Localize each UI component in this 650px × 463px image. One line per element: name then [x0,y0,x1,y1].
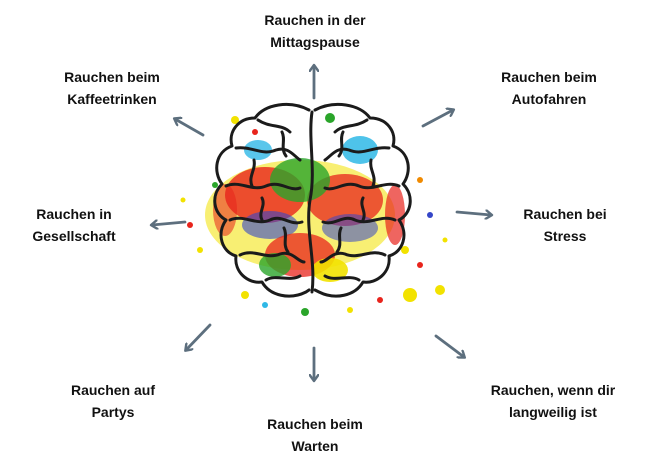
brain-outline [213,102,412,298]
label-line: Kaffeetrinken [67,91,157,107]
arrow-to-stress [455,212,491,215]
label-stress: Rauchen bei Stress [495,203,635,247]
label-gesellschaft: Rauchen in Gesellschaft [4,203,144,247]
arrow-to-gesellschaft [152,222,187,225]
label-line: Partys [91,404,135,420]
label-mittagspause: Rauchen in der Mittagspause [240,9,390,53]
arrow-to-partys [186,323,212,350]
label-line: Rauchen in [36,206,112,222]
label-line: langweilig ist [509,404,597,420]
label-line: Rauchen beim [501,69,597,85]
label-line: Gesellschaft [32,228,116,244]
label-line: Stress [543,228,587,244]
label-autofahren: Rauchen beim Autofahren [474,66,624,110]
label-kaffeetrinken: Rauchen beim Kaffeetrinken [37,66,187,110]
label-line: Rauchen beim [267,416,363,432]
label-langweilig: Rauchen, wenn dir langweilig ist [468,379,638,423]
label-line: Mittagspause [270,34,360,50]
label-line: Rauchen auf [70,382,155,398]
label-line: Autofahren [511,91,587,107]
label-line: Rauchen beim [64,69,160,85]
label-partys: Rauchen auf Partys [43,379,183,423]
arrow-to-autofahren [421,110,453,128]
label-line: Warten [291,438,339,454]
arrow-to-langweilig [434,334,464,357]
label-warten: Rauchen beim Warten [240,413,390,457]
label-line: Rauchen in der [264,12,366,28]
arrow-to-kaffeetrinken [175,119,205,137]
label-line: Rauchen, wenn dir [490,382,616,398]
label-line: Rauchen bei [523,206,607,222]
